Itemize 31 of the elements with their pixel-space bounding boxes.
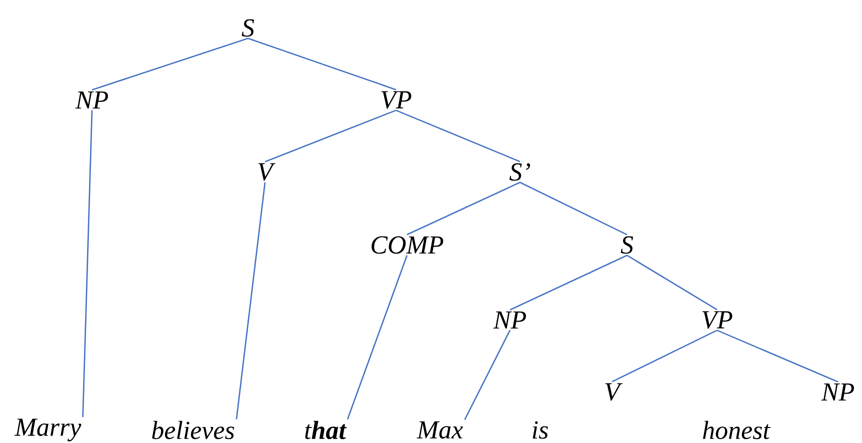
tree-branch — [626, 254, 718, 310]
word: is — [532, 421, 548, 439]
word: Marry — [14, 418, 82, 442]
category-label: VP — [702, 311, 732, 329]
category-label: VP — [381, 91, 412, 109]
category-label: S’ — [510, 163, 530, 181]
word: honest — [703, 420, 770, 440]
tree-branch — [406, 182, 520, 236]
word: Max — [416, 421, 463, 439]
tree-branch — [236, 182, 266, 420]
word: believes — [152, 420, 234, 440]
tree-branch — [264, 110, 396, 162]
tree-branch — [612, 330, 718, 382]
tree-branch — [464, 330, 511, 420]
category-label: S — [242, 19, 254, 37]
tree-branch — [716, 330, 838, 382]
tree-branch — [82, 110, 93, 418]
category-label: V — [605, 383, 622, 401]
category-label: V — [258, 163, 276, 181]
tree-branch — [248, 38, 396, 90]
tree-branch — [520, 182, 628, 236]
category-label: S — [620, 236, 634, 254]
tree-branch — [346, 255, 408, 420]
tree-branch — [396, 110, 520, 162]
category-label: NP — [821, 384, 854, 401]
category-label: NP — [493, 312, 526, 329]
tree-branch — [510, 254, 628, 310]
word: that — [305, 420, 347, 440]
category-label: NP — [75, 92, 108, 109]
tree-branch — [92, 38, 248, 91]
category-label: COMP — [372, 236, 444, 254]
